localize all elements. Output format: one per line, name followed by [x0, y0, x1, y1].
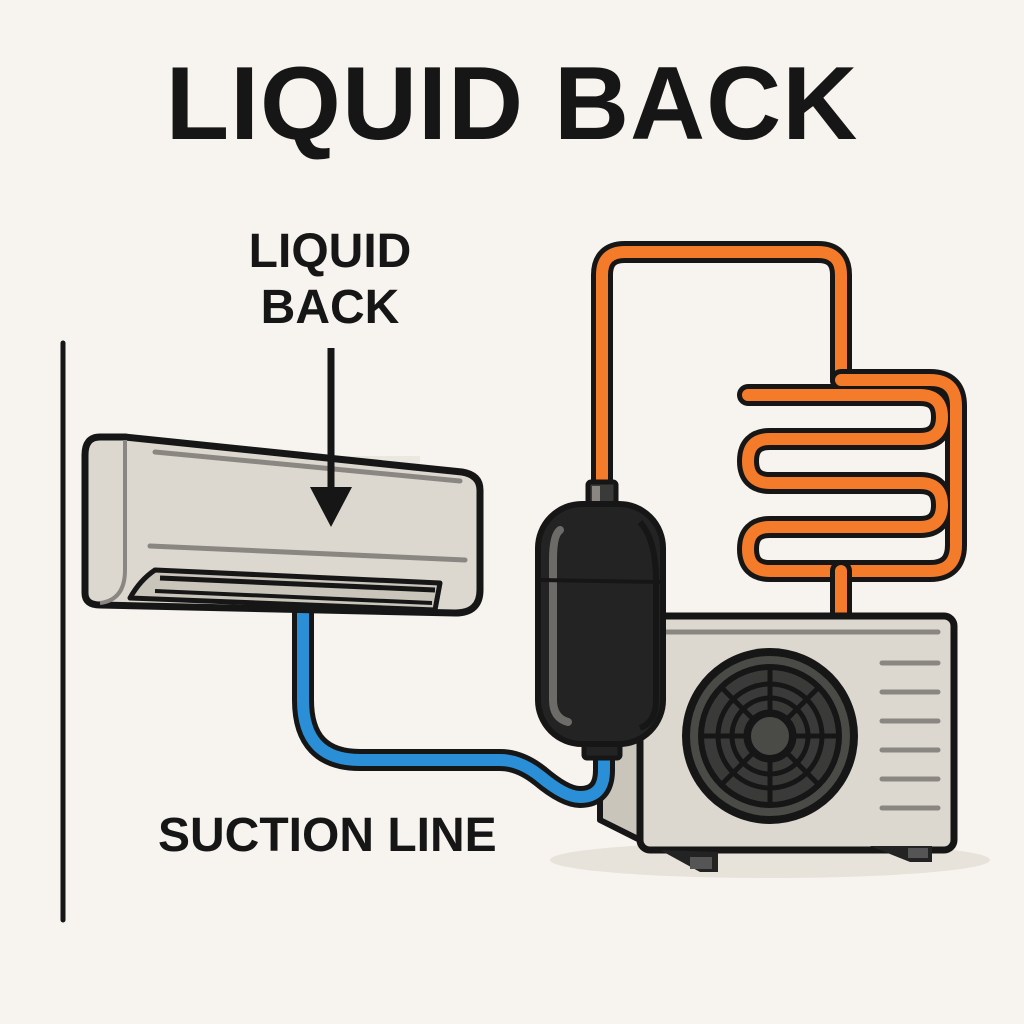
liquid-back-label-line2: BACK	[260, 281, 400, 334]
page-title: LIQUID BACK	[165, 46, 859, 162]
down-arrow-icon	[310, 348, 352, 527]
outdoor-condenser-unit	[550, 612, 990, 878]
discharge-line-pipe	[591, 241, 852, 499]
suction-line-pipe	[292, 601, 615, 808]
fan-grille-icon	[682, 648, 858, 824]
indoor-air-conditioner	[81, 433, 484, 617]
liquid-back-label-line1: LIQUID	[248, 225, 412, 278]
vent-slots	[879, 660, 941, 811]
accumulator-tank	[535, 479, 666, 761]
liquid-back-label: LIQUID BACK	[230, 224, 430, 336]
condenser-coil	[737, 369, 967, 629]
suction-line-label: SUCTION LINE	[158, 809, 497, 862]
